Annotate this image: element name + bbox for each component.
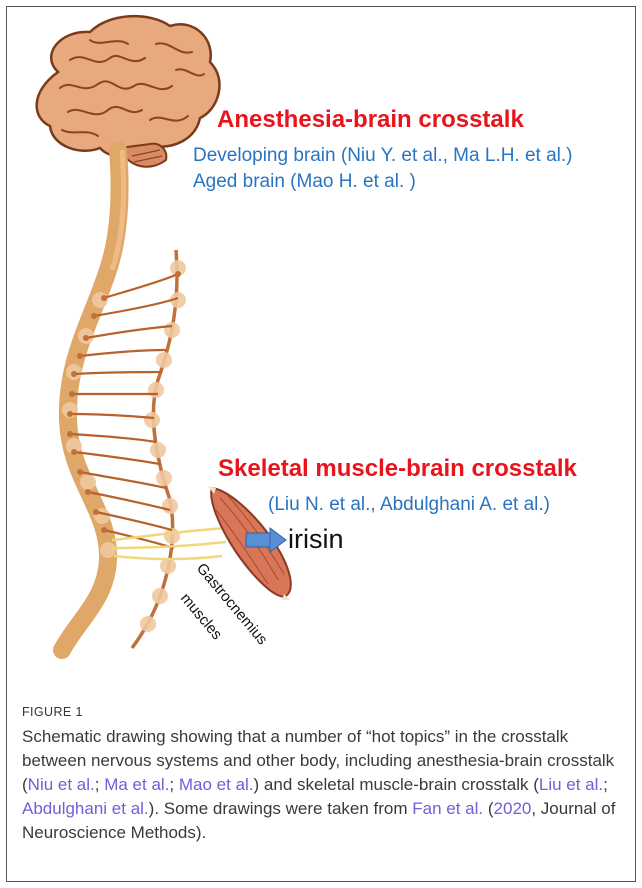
irisin-label: irisin bbox=[288, 524, 344, 555]
ref-link-liu[interactable]: Liu et al. bbox=[539, 775, 603, 794]
ref-link-year[interactable]: 2020 bbox=[494, 799, 532, 818]
ref-link-abdulghani[interactable]: Abdulghani et al. bbox=[22, 799, 149, 818]
anesthesia-ref-aged: Aged brain (Mao H. et al. ) bbox=[193, 171, 416, 193]
ref-link-fan[interactable]: Fan et al. bbox=[412, 799, 483, 818]
ref-link-ma[interactable]: Ma et al. bbox=[104, 775, 169, 794]
ref-link-niu[interactable]: Niu et al. bbox=[28, 775, 95, 794]
anatomy-illustration bbox=[0, 0, 642, 660]
caption-sep: ; bbox=[95, 775, 104, 794]
figure-label: FIGURE 1 bbox=[22, 705, 83, 719]
caption-text: ). Some drawings were taken from bbox=[149, 799, 413, 818]
caption-sep: ; bbox=[169, 775, 178, 794]
caption-sep: ; bbox=[603, 775, 608, 794]
spinal-cord bbox=[62, 150, 120, 650]
muscle-refs: (Liu N. et al., Abdulghani A. et al.) bbox=[268, 494, 550, 516]
anesthesia-ref-developing: Developing brain (Niu Y. et al., Ma L.H.… bbox=[193, 145, 573, 167]
caption-text: ) and skeletal muscle-brain crosstalk ( bbox=[254, 775, 539, 794]
figure-caption: Schematic drawing showing that a number … bbox=[22, 725, 622, 845]
muscle-heading: Skeletal muscle-brain crosstalk bbox=[218, 455, 577, 483]
ref-link-mao[interactable]: Mao et al. bbox=[179, 775, 254, 794]
caption-text: ( bbox=[483, 799, 493, 818]
anesthesia-heading: Anesthesia-brain crosstalk bbox=[217, 106, 524, 134]
